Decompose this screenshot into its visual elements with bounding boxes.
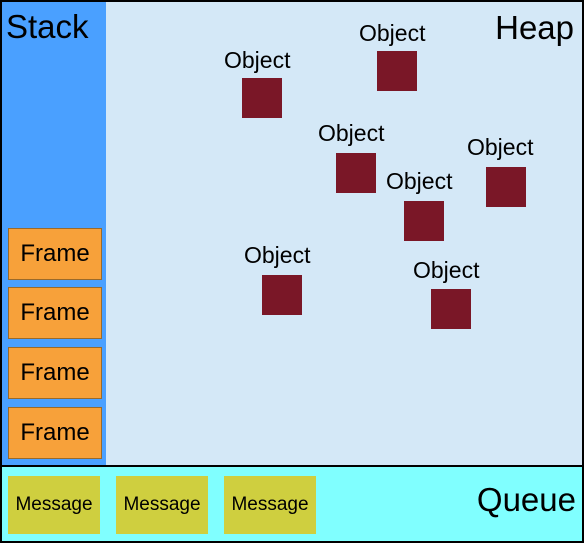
stack-title: Stack [6, 8, 89, 45]
object-label: Object [359, 20, 426, 46]
stack-frame: Frame [8, 347, 102, 399]
object-label: Object [467, 134, 534, 160]
queue-message: Message [224, 476, 316, 534]
stack-frame: Frame [8, 407, 102, 459]
queue-title: Queue [476, 481, 576, 518]
object-box [377, 51, 417, 91]
object-label: Object [318, 120, 385, 146]
stack-panel: Stack Frame Frame Frame Frame [0, 0, 108, 467]
object-box [336, 153, 376, 193]
stack-frame: Frame [8, 287, 102, 339]
object-label: Object [244, 242, 311, 268]
object-label: Object [224, 47, 291, 73]
queue-panel: Message Message Message Queue [0, 465, 584, 543]
queue-message: Message [8, 476, 100, 534]
object-label: Object [413, 257, 480, 283]
object-box [262, 275, 302, 315]
object-box [431, 289, 471, 329]
queue-message: Message [116, 476, 208, 534]
stack-frame: Frame [8, 228, 102, 280]
heap-panel: Heap Object Object Object Object Object … [106, 0, 584, 467]
heap-title: Heap [495, 9, 574, 46]
object-box [242, 78, 282, 118]
object-label: Object [386, 168, 453, 194]
object-box [404, 201, 444, 241]
object-box [486, 167, 526, 207]
